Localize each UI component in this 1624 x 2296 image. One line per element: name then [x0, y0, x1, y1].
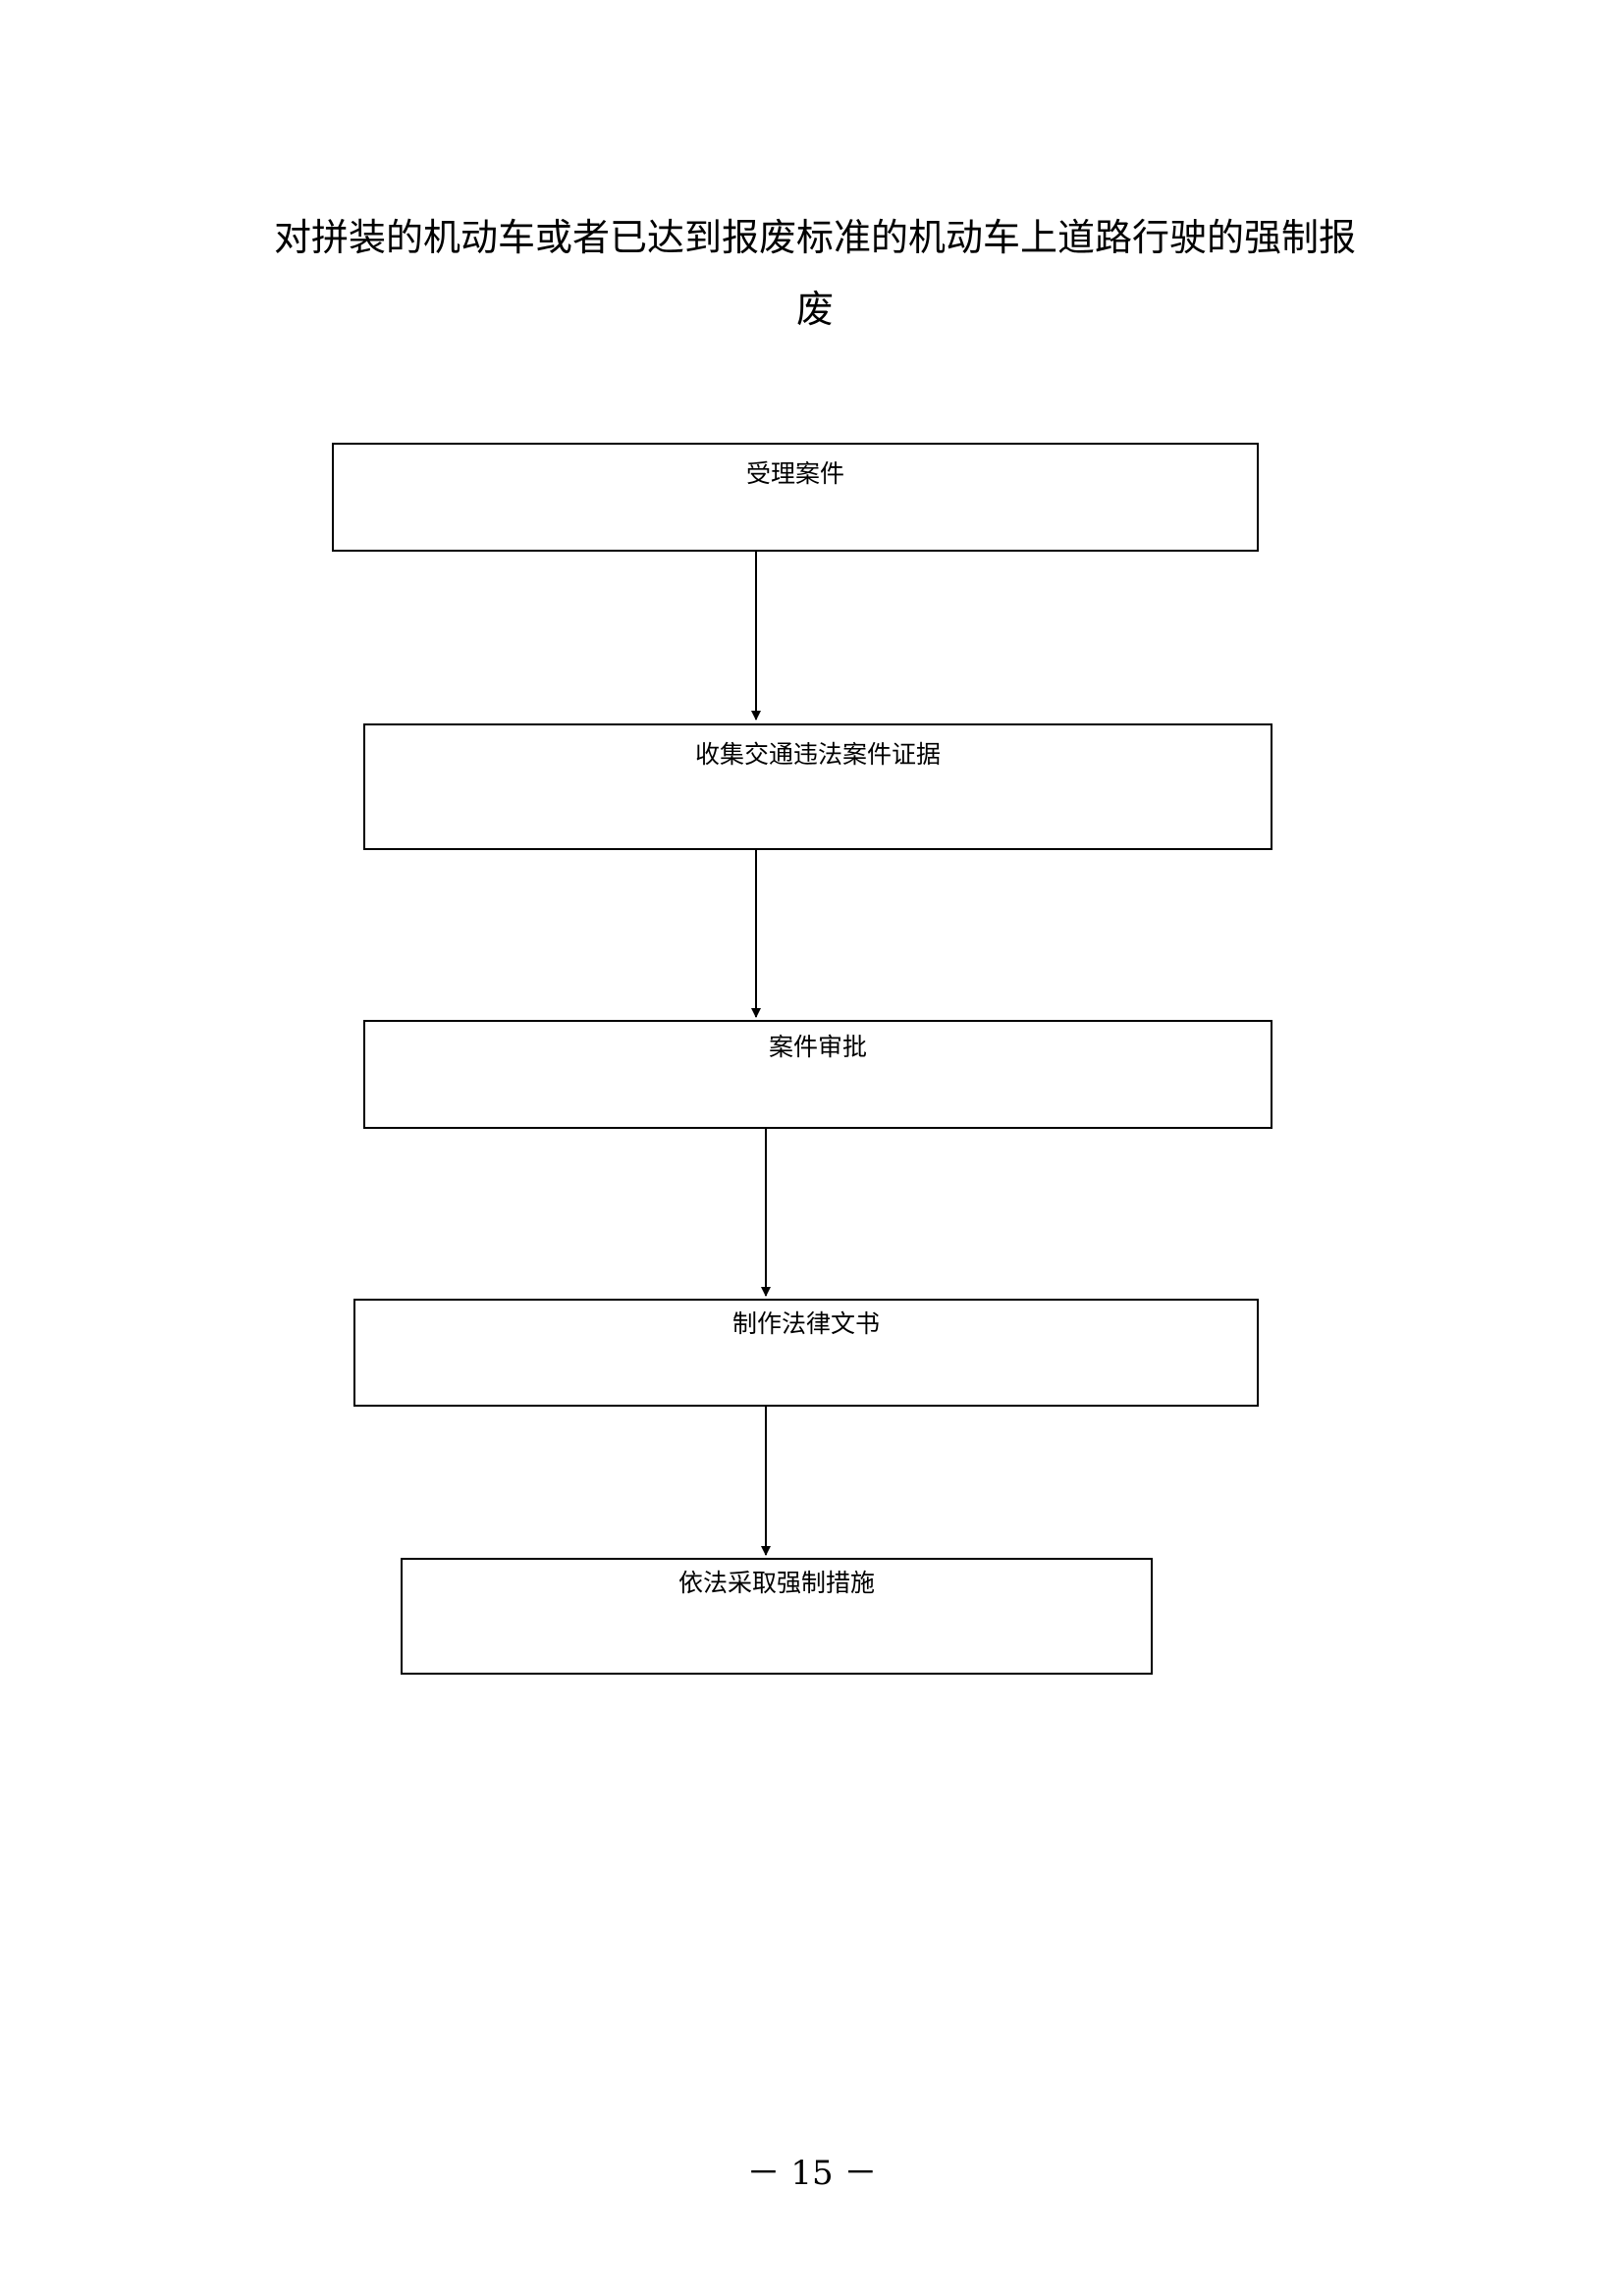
flow-step-label: 受理案件	[745, 459, 844, 488]
flow-step-collect-evidence: 收集交通违法案件证据	[363, 723, 1272, 850]
document-title-line-1: 对拼装的机动车或者已达到报废标准的机动车上道路行驶的强制报	[273, 216, 1356, 259]
flow-step-label: 收集交通违法案件证据	[694, 740, 941, 769]
flow-step-label: 制作法律文书	[731, 1309, 880, 1338]
flow-step-label: 依法采取强制措施	[677, 1569, 875, 1597]
flow-step-enforcement-measures: 依法采取强制措施	[401, 1558, 1153, 1675]
flow-step-label: 案件审批	[768, 1033, 867, 1061]
flow-step-legal-documents: 制作法律文书	[353, 1299, 1259, 1407]
flow-step-case-approval: 案件审批	[363, 1020, 1272, 1129]
document-title-line-2: 废	[795, 288, 834, 331]
flow-step-accept-case: 受理案件	[332, 443, 1259, 552]
page-number: － 15 －	[746, 2154, 878, 2193]
